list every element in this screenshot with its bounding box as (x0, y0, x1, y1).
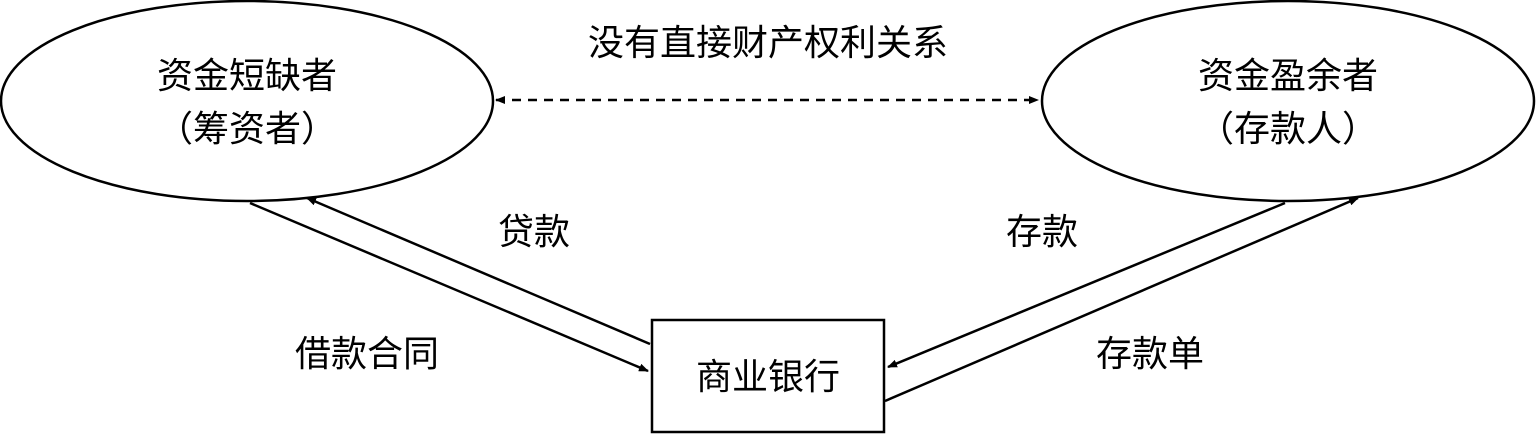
deposit-certificate-arrow (884, 196, 1359, 403)
no-relation-label: 没有直接财产权利关系 (588, 23, 948, 64)
loan-contract-arrow (249, 201, 649, 373)
bank-label: 商业银行 (696, 357, 840, 398)
borrower-title: 资金短缺者 (157, 56, 337, 97)
deposit-arrow (887, 201, 1286, 369)
loan-contract-label: 借款合同 (295, 334, 439, 375)
borrower-subtitle: （筹资者） (157, 109, 337, 150)
saver-ellipse (1040, 0, 1536, 203)
saver-subtitle: （存款人） (1198, 109, 1378, 150)
saver-title: 资金盈余者 (1198, 56, 1378, 97)
deposit-certificate-label: 存款单 (1096, 334, 1204, 375)
loan-label: 贷款 (498, 212, 570, 253)
deposit-label: 存款 (1006, 212, 1078, 253)
loan-arrow (306, 196, 651, 346)
borrower-ellipse (0, 0, 495, 203)
bank-box (650, 318, 886, 434)
